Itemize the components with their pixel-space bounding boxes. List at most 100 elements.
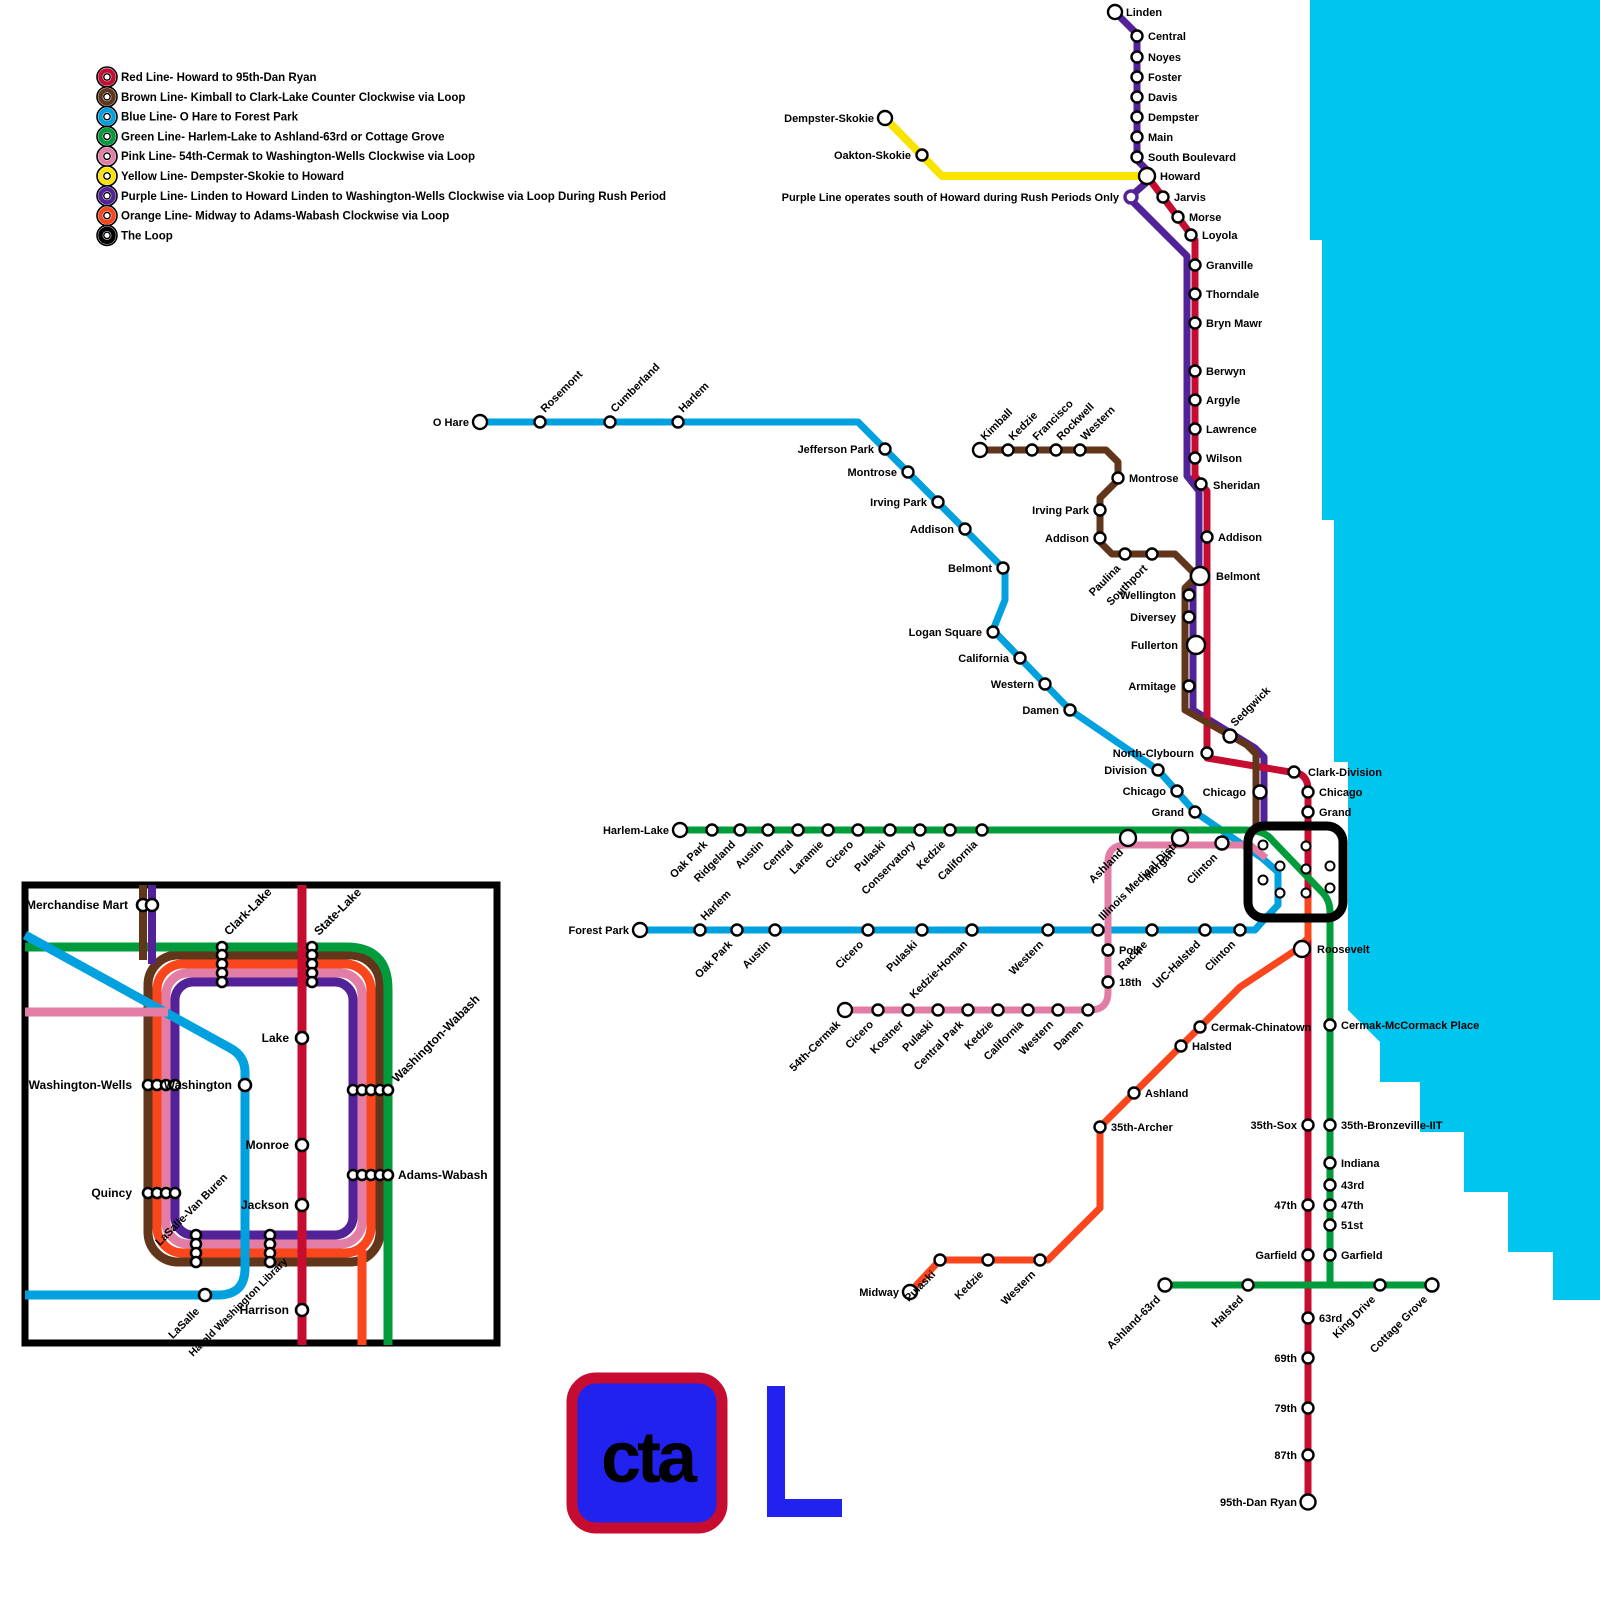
station-howard[interactable] xyxy=(1137,166,1157,186)
station-pulaski[interactable] xyxy=(933,1253,947,1267)
station-ashland-63rd[interactable] xyxy=(1157,1277,1173,1293)
station-clark-division[interactable] xyxy=(1287,765,1301,779)
station-clark-lake[interactable] xyxy=(215,975,229,989)
station-addison[interactable] xyxy=(1093,531,1107,545)
station-halsted[interactable] xyxy=(1174,1039,1188,1053)
station-harlem[interactable] xyxy=(693,923,707,937)
station-halsted[interactable] xyxy=(1241,1278,1255,1292)
station-43rd[interactable] xyxy=(1323,1178,1337,1192)
station-oak-park[interactable] xyxy=(730,923,744,937)
station-47th[interactable] xyxy=(1323,1198,1337,1212)
station-chicago[interactable] xyxy=(1301,785,1315,799)
station-garfield[interactable] xyxy=(1301,1248,1315,1262)
station-cottage-grove[interactable] xyxy=(1424,1277,1440,1293)
station-purple-line-operates-south-of-howard-dur[interactable] xyxy=(1123,189,1139,205)
station-kedzie[interactable] xyxy=(1001,443,1015,457)
station-18th[interactable] xyxy=(1101,975,1115,989)
station-35th-sox[interactable] xyxy=(1301,1118,1315,1132)
station-harlem[interactable] xyxy=(671,415,685,429)
station-foster[interactable] xyxy=(1130,70,1144,84)
station-cicero[interactable] xyxy=(871,1003,885,1017)
station-63rd[interactable] xyxy=(1301,1311,1315,1325)
station-south-boulevard[interactable] xyxy=(1130,150,1144,164)
station-o-hare[interactable] xyxy=(471,413,489,431)
station-cumberland[interactable] xyxy=(603,415,617,429)
station-fullerton[interactable] xyxy=(1185,634,1207,656)
station-polk[interactable] xyxy=(1101,943,1115,957)
station-irving-park[interactable] xyxy=(931,495,945,509)
station-western[interactable] xyxy=(1051,1003,1065,1017)
station-kedzie[interactable] xyxy=(991,1003,1005,1017)
station-rockwell[interactable] xyxy=(1049,443,1063,457)
loop-station-dot[interactable] xyxy=(1257,874,1269,886)
station-harlem-lake[interactable] xyxy=(671,821,689,839)
station-cicero[interactable] xyxy=(861,923,875,937)
station-berwyn[interactable] xyxy=(1188,364,1202,378)
station-wellington[interactable] xyxy=(1182,588,1196,602)
station-davis[interactable] xyxy=(1130,90,1144,104)
station-bryn-mawr[interactable] xyxy=(1188,316,1202,330)
station-harold-washington-library[interactable] xyxy=(263,1255,277,1269)
station-king-drive[interactable] xyxy=(1373,1278,1387,1292)
station-western[interactable] xyxy=(1038,677,1052,691)
station-morgan[interactable] xyxy=(1170,828,1190,848)
station-belmont[interactable] xyxy=(1189,565,1211,587)
station-cermak-mccormack-place[interactable] xyxy=(1323,1018,1337,1032)
loop-station-dot[interactable] xyxy=(1257,839,1269,851)
station-california[interactable] xyxy=(1013,651,1027,665)
station-chicago[interactable] xyxy=(1252,784,1268,800)
station-jackson[interactable] xyxy=(294,1197,310,1213)
station-cermak-chinatown[interactable] xyxy=(1193,1020,1207,1034)
station-35th-bronzeville-iit[interactable] xyxy=(1323,1118,1337,1132)
station-paulina[interactable] xyxy=(1118,547,1132,561)
station-monroe[interactable] xyxy=(294,1137,310,1153)
station-damen[interactable] xyxy=(1081,1003,1095,1017)
station-main[interactable] xyxy=(1130,130,1144,144)
loop-station-dot[interactable] xyxy=(1274,887,1286,899)
station-dempster-skokie[interactable] xyxy=(876,109,894,127)
station-state-lake[interactable] xyxy=(305,975,319,989)
station-dempster[interactable] xyxy=(1130,110,1144,124)
station-ashland[interactable] xyxy=(1118,828,1138,848)
loop-station-dot[interactable] xyxy=(1300,840,1312,852)
station-southport[interactable] xyxy=(1145,547,1159,561)
station-roosevelt[interactable] xyxy=(1292,939,1312,959)
station-washington[interactable] xyxy=(237,1077,253,1093)
station-loyola[interactable] xyxy=(1184,228,1198,242)
loop-station-dot[interactable] xyxy=(1274,860,1286,872)
station-armitage[interactable] xyxy=(1182,679,1196,693)
station-thorndale[interactable] xyxy=(1188,287,1202,301)
station-linden[interactable] xyxy=(1106,3,1124,21)
station-kostner[interactable] xyxy=(901,1003,915,1017)
station-69th[interactable] xyxy=(1301,1351,1315,1365)
station-laramie[interactable] xyxy=(821,823,835,837)
station-ridgeland[interactable] xyxy=(733,823,747,837)
station-51st[interactable] xyxy=(1323,1218,1337,1232)
station-chicago[interactable] xyxy=(1170,784,1184,798)
station-95th-dan-ryan[interactable] xyxy=(1299,1493,1317,1511)
station-harrison[interactable] xyxy=(294,1302,310,1318)
station-racine[interactable] xyxy=(1145,923,1159,937)
station-western[interactable] xyxy=(1033,1253,1047,1267)
station-87th[interactable] xyxy=(1301,1448,1315,1462)
station-addison[interactable] xyxy=(1200,530,1214,544)
station-western[interactable] xyxy=(1041,923,1055,937)
station-clinton[interactable] xyxy=(1233,923,1247,937)
station-uic-halsted[interactable] xyxy=(1198,923,1212,937)
station-lasalle-van-buren[interactable] xyxy=(189,1255,203,1269)
station-central[interactable] xyxy=(1130,29,1144,43)
station-logan-square[interactable] xyxy=(986,625,1000,639)
station-irving-park[interactable] xyxy=(1093,503,1107,517)
station-sedgwick[interactable] xyxy=(1222,728,1238,744)
station-kedzie[interactable] xyxy=(943,823,957,837)
station-diversey[interactable] xyxy=(1182,610,1196,624)
station-oak-park[interactable] xyxy=(705,823,719,837)
station-lawrence[interactable] xyxy=(1188,422,1202,436)
station-western[interactable] xyxy=(1073,443,1087,457)
station-addison[interactable] xyxy=(958,522,972,536)
station-indiana[interactable] xyxy=(1323,1156,1337,1170)
station-jarvis[interactable] xyxy=(1156,190,1170,204)
station-argyle[interactable] xyxy=(1188,393,1202,407)
station-granville[interactable] xyxy=(1188,258,1202,272)
station-lake[interactable] xyxy=(294,1030,310,1046)
